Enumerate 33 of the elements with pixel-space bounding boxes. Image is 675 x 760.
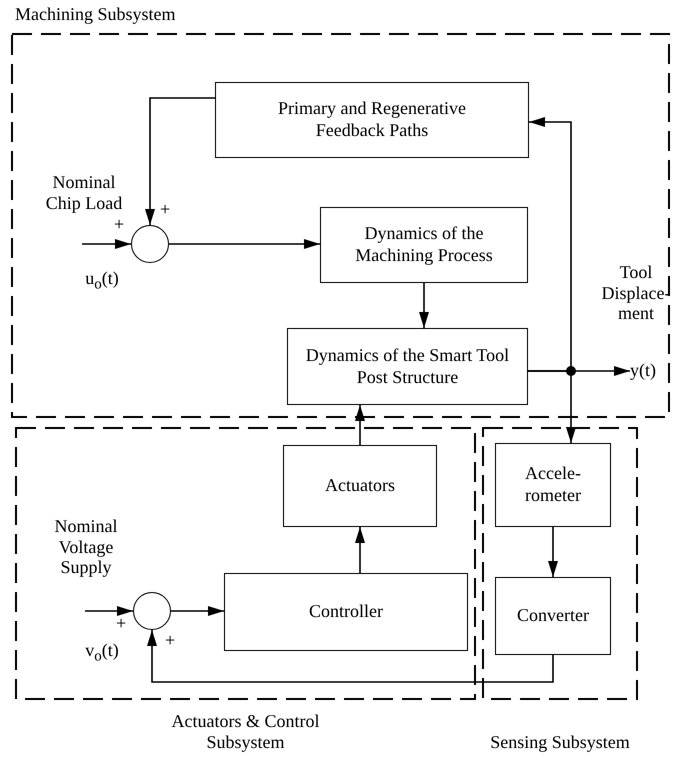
arrow	[419, 283, 429, 328]
signal-label: v$_{o}$(t)	[84, 640, 120, 666]
arrow	[82, 239, 131, 249]
block: Dynamics of the Machining Process	[320, 207, 528, 283]
sign-label: +	[160, 200, 170, 218]
arrow	[145, 97, 215, 225]
arrow	[548, 527, 558, 577]
arrow	[528, 370, 576, 443]
signal-label: Nominal Chip Load	[44, 172, 124, 214]
signal-label: Nominal Voltage Supply	[54, 516, 118, 578]
subsystem-title: Sensing Subsystem	[489, 732, 631, 754]
arrow	[355, 527, 365, 573]
signal-label: u$_{o}$(t)	[84, 268, 120, 294]
block: Actuators	[283, 445, 437, 527]
sign-label: +	[116, 614, 126, 632]
subsystem-title: Actuators & Control Subsystem	[170, 710, 320, 754]
arrow	[171, 606, 224, 616]
signal-label: Tool Displace-ment	[600, 262, 672, 324]
arrow	[169, 239, 320, 249]
arrow	[147, 630, 554, 683]
arrow	[85, 606, 133, 616]
block: Primary and Regenerative Feedback Paths	[215, 82, 529, 158]
block: Dynamics of the Smart Tool Post Structure	[287, 328, 528, 405]
subsystem-title: Machining Subsystem	[15, 4, 176, 26]
block: Accele-rometer	[495, 443, 611, 527]
arrow	[355, 405, 365, 445]
block: Converter	[495, 577, 611, 655]
summing-junction	[133, 592, 171, 630]
block: Controller	[224, 573, 468, 651]
sign-label: +	[165, 631, 176, 649]
sign-label: +	[114, 215, 124, 233]
output-signal-label: y(t)	[630, 358, 670, 384]
summing-junction	[131, 225, 169, 263]
